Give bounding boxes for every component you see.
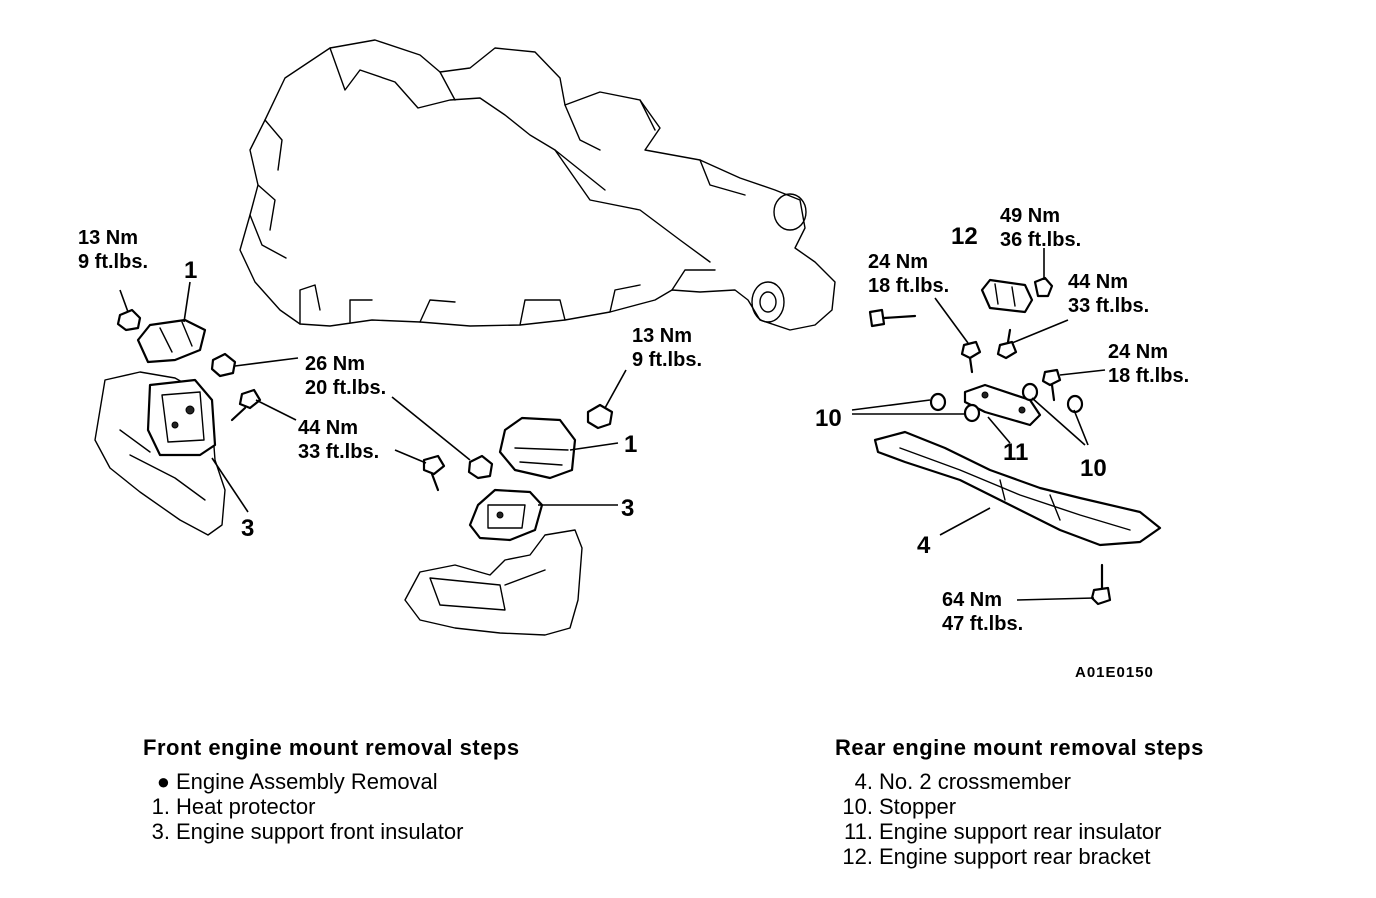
crossmember-bolt <box>1090 563 1112 606</box>
rear-steps-list: Rear engine mount removal steps 4.No. 2 … <box>835 735 1204 869</box>
torque-rear-bracket-ft: 36 ft.lbs. <box>1000 229 1081 251</box>
list-item: 11.Engine support rear insulator <box>835 819 1204 844</box>
front-heat-protector <box>136 318 207 364</box>
engine-block-outline <box>239 39 836 331</box>
callout-crossmember: 4 <box>917 532 931 559</box>
step-text: Engine support rear bracket <box>879 844 1151 869</box>
step-text: Stopper <box>879 794 957 819</box>
callout-stopper-left: 10 <box>815 405 842 432</box>
step-mark: 10. <box>842 794 873 819</box>
torque-front-bolt-nm: 44 Nm <box>298 417 358 439</box>
rear-bracket-nut <box>1033 276 1054 298</box>
torque-rear-left-ft: 18 ft.lbs. <box>868 275 949 297</box>
torque-rear-right-ft: 18 ft.lbs. <box>1108 365 1189 387</box>
torque-mid-nut-nm: 26 Nm <box>305 353 365 375</box>
rear-steps-title: Rear engine mount removal steps <box>835 735 1204 760</box>
rear-bracket <box>980 278 1034 314</box>
torque-labels: 13 Nm 9 ft.lbs. 26 Nm 20 ft.lbs. 44 Nm 3… <box>78 205 1189 635</box>
torque-rear-ins-nm: 44 Nm <box>1068 271 1128 293</box>
callout-rear-insulator: 11 <box>1003 439 1028 466</box>
torque-crossmember-ft: 47 ft.lbs. <box>942 613 1023 635</box>
front-insulator <box>146 378 217 457</box>
callout-heat-protector-2: 1 <box>624 431 637 458</box>
rear-left-bolt <box>868 308 917 328</box>
rear-right-bolt <box>1041 368 1062 402</box>
front-steps-title: Front engine mount removal steps <box>143 735 520 760</box>
nut-2-mid <box>467 454 494 480</box>
nut-2-top <box>586 403 614 430</box>
torque-front-nut-ft: 9 ft.lbs. <box>78 251 148 273</box>
insulator-2 <box>468 488 544 542</box>
step-mark: ● <box>156 769 170 794</box>
step-text: Engine support front insulator <box>176 819 464 844</box>
crossmember <box>873 430 1162 547</box>
front-bolt <box>230 388 262 422</box>
list-item: 12.Engine support rear bracket <box>835 844 1204 869</box>
torque-rear-left-nm: 24 Nm <box>868 251 928 273</box>
torque-rear-ins-ft: 33 ft.lbs. <box>1068 295 1149 317</box>
step-mark: 4. <box>854 769 873 794</box>
list-item: 10.Stopper <box>835 794 1204 819</box>
step-text: Heat protector <box>176 794 316 819</box>
torque-nut2-ft: 9 ft.lbs. <box>632 349 702 371</box>
front-nut-mid <box>210 352 237 378</box>
callout-front-heat-protector: 1 <box>184 257 197 284</box>
torque-nut2-nm: 13 Nm <box>632 325 692 347</box>
rear-insulator-bolt <box>996 328 1018 360</box>
callout-front-insulator: 3 <box>241 515 254 542</box>
step-text: Engine support rear insulator <box>879 819 1162 844</box>
stoppers <box>929 382 1084 423</box>
torque-mid-nut-ft: 20 ft.lbs. <box>305 377 386 399</box>
torque-rear-bracket-nm: 49 Nm <box>1000 205 1060 227</box>
callout-numbers: 1 3 1 3 12 10 11 10 4 <box>184 223 1107 559</box>
rear-insulator <box>963 383 1042 427</box>
step-text: No. 2 crossmember <box>879 769 1071 794</box>
heat-protector-2 <box>498 416 577 480</box>
torque-front-nut-nm: 13 Nm <box>78 227 138 249</box>
front-nut-top <box>116 308 142 332</box>
front-steps-list: Front engine mount removal steps ●Engine… <box>143 735 520 844</box>
diagram-code: A01E0150 <box>1075 664 1154 681</box>
step-text: Engine Assembly Removal <box>176 769 438 794</box>
center-frame-outline <box>404 529 583 636</box>
list-item: 1.Heat protector <box>143 794 520 819</box>
callout-stopper-right: 10 <box>1080 455 1107 482</box>
callout-rear-bracket: 12 <box>951 223 978 250</box>
bolt-2 <box>422 454 446 492</box>
callout-insulator-2: 3 <box>621 495 634 522</box>
torque-front-bolt-ft: 33 ft.lbs. <box>298 441 379 463</box>
torque-crossmember-nm: 64 Nm <box>942 589 1002 611</box>
list-item: 4.No. 2 crossmember <box>835 769 1204 794</box>
step-mark: 3. <box>151 819 170 844</box>
list-item: 3.Engine support front insulator <box>143 819 520 844</box>
torque-rear-right-nm: 24 Nm <box>1108 341 1168 363</box>
step-mark: 1. <box>151 794 170 819</box>
list-item: ●Engine Assembly Removal <box>143 769 520 794</box>
step-mark: 12. <box>842 844 873 869</box>
step-mark: 11. <box>844 819 873 844</box>
rear-mid-bolt <box>960 340 982 374</box>
leader-lines <box>119 248 1106 601</box>
